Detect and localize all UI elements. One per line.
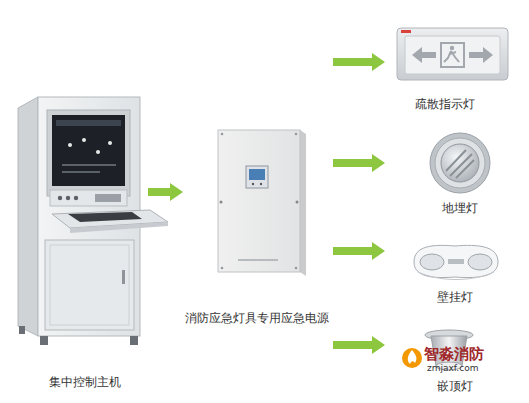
watermark-logo <box>402 348 422 368</box>
device-label: 地埋灯 <box>442 201 478 215</box>
watermark-text: 智淼消防 <box>424 346 484 363</box>
host-unit: 集中控制主机 <box>8 90 148 395</box>
control-cabinet <box>18 97 168 345</box>
ground-light <box>430 133 490 193</box>
light-unit: 疏散指示灯 <box>385 20 520 115</box>
power-unit: 消防应急灯具专用应急电源 <box>183 30 333 395</box>
device-label: 壁挂灯 <box>437 290 473 304</box>
flow-arrow <box>148 183 183 201</box>
flow-arrow <box>333 242 385 260</box>
watermark-url: zmjaxf.com <box>427 363 478 374</box>
flow-arrow <box>333 53 385 71</box>
device-label: 集中控制主机 <box>49 375 121 389</box>
flow-arrow <box>333 154 385 172</box>
light-unit: 壁挂灯 <box>385 235 520 307</box>
wall-light <box>414 245 498 279</box>
device-label: 疏散指示灯 <box>415 97 475 111</box>
flow-arrow <box>333 336 385 354</box>
exit-sign <box>397 28 508 80</box>
device-label: 消防应急灯具专用应急电源 <box>185 311 329 325</box>
light-unit: 地埋灯 <box>385 128 520 218</box>
device-label: 嵌顶灯 <box>437 379 473 393</box>
power-box <box>218 130 306 276</box>
